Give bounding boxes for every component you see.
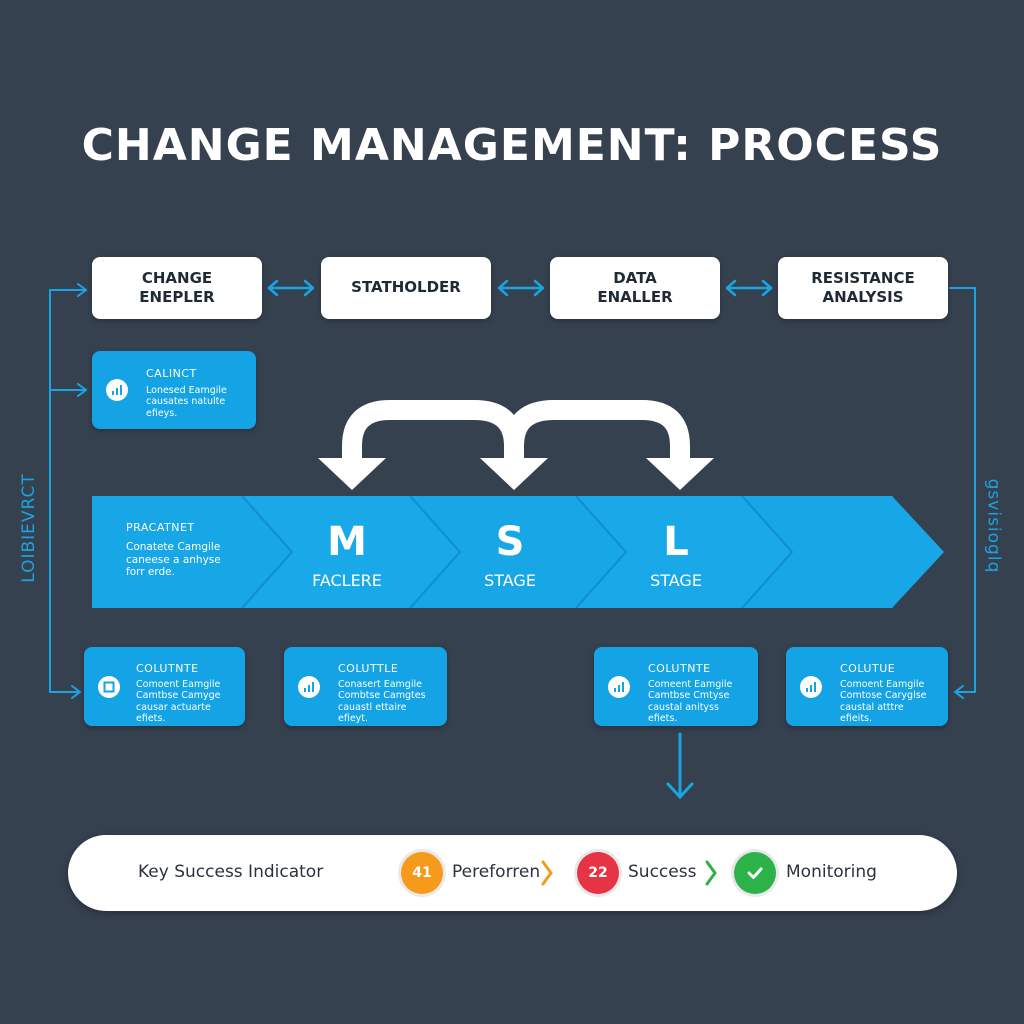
check-icon <box>734 852 776 894</box>
chevron-right-icon <box>705 860 717 886</box>
chevron-stage-5 <box>742 496 944 608</box>
chevron-right-icon <box>541 860 553 886</box>
card-heading: COLUTUE <box>840 662 896 675</box>
indicator-label: Key Success Indicator <box>138 862 324 882</box>
chevron-stage-4 <box>576 496 792 608</box>
card-heading: COLUTNTE <box>648 662 711 675</box>
step-box-resistance[interactable]: RESISTANCE ANALYSIS <box>778 257 948 319</box>
bar-chart-icon <box>106 379 128 401</box>
success-indicator-bar: Key Success Indicator 41 Pereforren 22 S… <box>68 835 957 911</box>
indicator-step-label[interactable]: Success <box>628 862 697 882</box>
double-arrow-icon <box>267 279 315 297</box>
upper-info-card[interactable]: CALINCT Lonesed Eamgile causates natulte… <box>92 351 256 429</box>
step-box-data[interactable]: DATA ENALLER <box>550 257 720 319</box>
indicator-step-label[interactable]: Pereforren <box>452 862 541 882</box>
bar-chart-icon <box>800 676 822 698</box>
stage-letter-s: S <box>495 519 525 565</box>
stage-letter-m: M <box>327 519 367 565</box>
curved-arrows-icon <box>318 400 714 490</box>
square-icon <box>98 676 120 698</box>
chevron-body: Conatete Camgile caneese a anhyse forr e… <box>126 541 221 579</box>
chevron-heading: PRACATNET <box>126 521 195 534</box>
card-heading: CALINCT <box>146 367 197 380</box>
step-box-change[interactable]: CHANGE ENEPLER <box>92 257 262 319</box>
card-body: Lonesed Eamgile causates natulte efieys. <box>146 385 227 419</box>
page-title: CHANGE MANAGEMENT: PROCESS <box>81 120 943 171</box>
card-heading: COLUTTLE <box>338 662 399 675</box>
bar-chart-icon <box>298 676 320 698</box>
chevron-stage-3 <box>410 496 626 608</box>
card-heading: COLUTNTE <box>136 662 199 675</box>
double-arrow-icon <box>725 279 773 297</box>
side-label-left: LOIBIEVRCT <box>18 473 39 583</box>
bottom-card-4[interactable]: COLUTUE Comoent Eamgile Comtose Caryglse… <box>786 647 948 726</box>
card-body: Comoent Eamgile Camtbse Camyge causar ac… <box>136 679 221 725</box>
indicator-badge-performance: 41 <box>401 852 443 894</box>
step-box-stakeholder[interactable]: STATHOLDER <box>321 257 491 319</box>
indicator-badge-success: 22 <box>577 852 619 894</box>
double-arrow-icon <box>497 279 545 297</box>
card-body: Comoent Eamgile Comtose Caryglse caustal… <box>840 679 927 725</box>
stage-label-m: FACLERE <box>312 571 382 590</box>
chevron-stage-2 <box>242 496 460 608</box>
card-body: Conasert Eamgile Combtse Camgtes cauastl… <box>338 679 426 725</box>
stage-letter-l: L <box>663 519 689 565</box>
stage-label-s: STAGE <box>484 571 536 590</box>
bar-chart-icon <box>608 676 630 698</box>
process-band <box>92 496 944 608</box>
indicator-step-label[interactable]: Monitoring <box>786 862 877 882</box>
stage-label-l: STAGE <box>650 571 702 590</box>
bottom-card-3[interactable]: COLUTNTE Comeent Eamgile Camtbse Cmtyse … <box>594 647 758 726</box>
card-body: Comeent Eamgile Camtbse Cmtyse caustal a… <box>648 679 733 725</box>
bottom-card-2[interactable]: COLUTTLE Conasert Eamgile Combtse Camgte… <box>284 647 447 726</box>
chevron-stage-1 <box>92 496 292 608</box>
side-label-right: gsvisioglq <box>983 478 1004 574</box>
bottom-card-1[interactable]: COLUTNTE Comoent Eamgile Camtbse Camyge … <box>84 647 245 726</box>
